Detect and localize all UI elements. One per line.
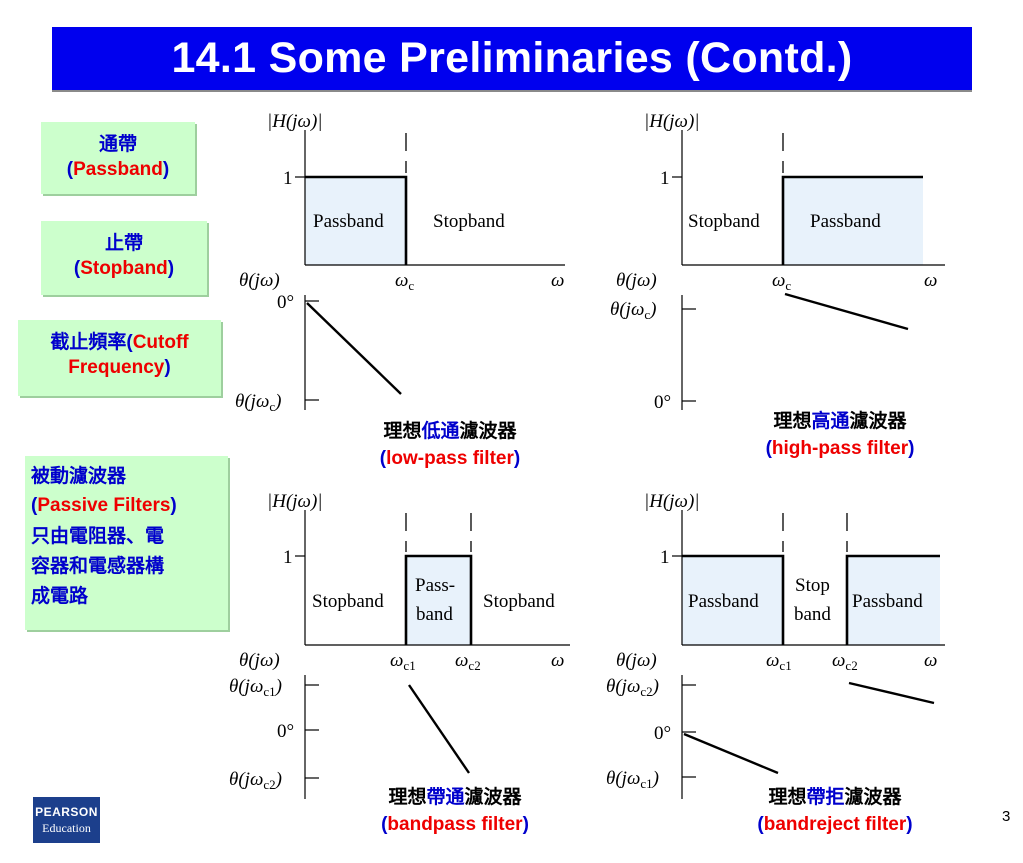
note-passband-en: (Passband): [66, 159, 170, 180]
bandreject-theta-label: θ(jω): [616, 650, 657, 671]
note-passive-desc2: 容器和電感器構: [31, 555, 165, 577]
bandreject-thetac2-label: θ(jωc2): [606, 676, 659, 699]
lowpass-caption: 理想低通濾波器 (low-pass filter): [340, 418, 560, 472]
bandreject-passband-left-label: Passband: [688, 591, 759, 612]
lowpass-magnitude-curve: [305, 175, 408, 265]
bandreject-passband-right-label: Passband: [852, 591, 923, 612]
note-cutoff: 截止頻率(Cutoff Frequency): [18, 320, 221, 396]
bandreject-phase-curve-right: [848, 681, 935, 705]
bandpass-thetac2-label: θ(jωc2): [229, 769, 282, 792]
title-bar: 14.1 Some Preliminaries (Contd.): [52, 27, 972, 92]
bandreject-stop2-label: band: [794, 604, 831, 625]
lowpass-theta-label: θ(jω): [239, 270, 280, 291]
bandpass-diagram: |H(jω)| 1 Stopband Pass- band Stopband θ…: [229, 491, 570, 799]
bandpass-pass1-label: Pass-: [415, 575, 455, 596]
bandreject-caption-zh: 理想帶拒濾波器: [768, 786, 902, 808]
bandpass-wc2-label: ωc2: [455, 650, 481, 673]
highpass-h-label: |H(jω)|: [644, 111, 700, 132]
highpass-caption: 理想高通濾波器 (high-pass filter): [730, 408, 950, 462]
lowpass-w-label: ω: [551, 270, 564, 291]
lowpass-caption-en: (low-pass filter): [379, 448, 521, 469]
note-passive-en: (Passive Filters): [31, 495, 177, 516]
bandpass-magnitude-curve: [404, 554, 473, 645]
bandpass-thetac1-label: θ(jωc1): [229, 676, 282, 699]
lowpass-passband-label: Passband: [313, 211, 384, 232]
highpass-stopband-label: Stopband: [688, 211, 760, 232]
highpass-caption-zh: 理想高通濾波器: [773, 410, 907, 432]
lowpass-wc-label: ωc: [395, 270, 414, 293]
bandreject-thetac1-label: θ(jωc1): [606, 768, 659, 791]
highpass-thetac-label: θ(jωc): [610, 299, 656, 322]
lowpass-thetac-label: θ(jωc): [235, 391, 281, 414]
highpass-passband-region: [783, 177, 923, 265]
note-cutoff-line1: 截止頻率(Cutoff: [50, 331, 189, 353]
bandpass-stopband-right-label: Stopband: [483, 591, 555, 612]
lowpass-diagram: |H(jω)| 1 Passband Stopband θ(jω) ωc ω 0…: [235, 111, 565, 414]
bandreject-zero-label: 0°: [654, 723, 671, 744]
highpass-theta-label: θ(jω): [616, 270, 657, 291]
lowpass-stopband-label: Stopband: [433, 211, 505, 232]
note-passband-zh: 通帶: [98, 133, 137, 155]
bandreject-magnitude-curve-left: [682, 554, 785, 645]
lowpass-caption-zh: 理想低通濾波器: [383, 420, 517, 442]
lowpass-one-label: 1: [283, 168, 293, 189]
bandreject-caption: 理想帶拒濾波器 (bandreject filter): [725, 784, 945, 838]
bandpass-pass2-label: band: [416, 604, 453, 625]
lowpass-passband-region: [305, 177, 406, 265]
note-passive: 被動濾波器 (Passive Filters) 只由電阻器、電 容器和電感器構 …: [25, 456, 228, 630]
bandpass-wc1-label: ωc1: [390, 650, 416, 673]
bandpass-stopband-left-label: Stopband: [312, 591, 384, 612]
bandreject-wc1-label: ωc1: [766, 650, 792, 673]
page-title: 14.1 Some Preliminaries (Contd.): [171, 34, 853, 82]
highpass-caption-en: (high-pass filter): [765, 438, 915, 459]
highpass-diagram: |H(jω)| 1 Stopband Passband θ(jω) ωc ω θ…: [610, 111, 945, 413]
bandpass-zero-label: 0°: [277, 721, 294, 742]
bandpass-one-label: 1: [283, 547, 293, 568]
bandreject-phase-curve-left: [683, 732, 779, 775]
bandreject-diagram: |H(jω)| 1 Passband Stop band Passband θ(…: [606, 491, 945, 799]
highpass-w-label: ω: [924, 270, 937, 291]
note-cutoff-line2: Frequency): [68, 357, 171, 378]
logo-line2: Education: [42, 821, 91, 835]
lowpass-zero-label: 0°: [277, 292, 294, 313]
highpass-wc-label: ωc: [772, 270, 791, 293]
bandpass-caption-en: (bandpass filter): [381, 814, 529, 835]
lowpass-h-label: |H(jω)|: [267, 111, 323, 132]
bandreject-stop1-label: Stop: [795, 575, 830, 596]
bandreject-magnitude-curve-right: [845, 554, 940, 645]
bandpass-phase-curve: [408, 684, 470, 774]
note-stopband-zh: 止帶: [104, 232, 143, 254]
note-passive-desc3: 成電路: [31, 585, 89, 607]
highpass-one-label: 1: [660, 168, 670, 189]
bandpass-w-label: ω: [551, 650, 564, 671]
bandreject-wc2-label: ωc2: [832, 650, 858, 673]
bandreject-one-label: 1: [660, 547, 670, 568]
bandpass-h-label: |H(jω)|: [267, 491, 323, 512]
note-passive-desc1: 只由電阻器、電: [31, 525, 165, 547]
bandreject-passband-right-region: [847, 556, 940, 645]
note-passband: 通帶 (Passband): [41, 122, 195, 194]
logo-line1: PEARSON: [35, 805, 98, 819]
highpass-phase-curve: [784, 292, 909, 331]
pearson-logo: PEARSON Education: [33, 797, 100, 843]
page-number: 3: [1002, 808, 1011, 825]
bandpass-theta-label: θ(jω): [239, 650, 280, 671]
bandpass-caption: 理想帶通濾波器 (bandpass filter): [345, 784, 565, 838]
note-stopband: 止帶 (Stopband): [41, 221, 207, 295]
note-passive-zh: 被動濾波器: [31, 465, 127, 487]
highpass-passband-label: Passband: [810, 211, 881, 232]
highpass-magnitude-curve: [781, 175, 923, 265]
bandpass-passband-region: [406, 556, 471, 645]
bandreject-caption-en: (bandreject filter): [757, 814, 913, 835]
bandreject-w-label: ω: [924, 650, 937, 671]
bandreject-h-label: |H(jω)|: [644, 491, 700, 512]
note-stopband-en: (Stopband): [73, 258, 175, 279]
bandreject-passband-left-region: [682, 556, 783, 645]
bandpass-caption-zh: 理想帶通濾波器: [388, 786, 522, 808]
highpass-zero-label: 0°: [654, 392, 671, 413]
lowpass-phase-curve: [306, 302, 402, 395]
